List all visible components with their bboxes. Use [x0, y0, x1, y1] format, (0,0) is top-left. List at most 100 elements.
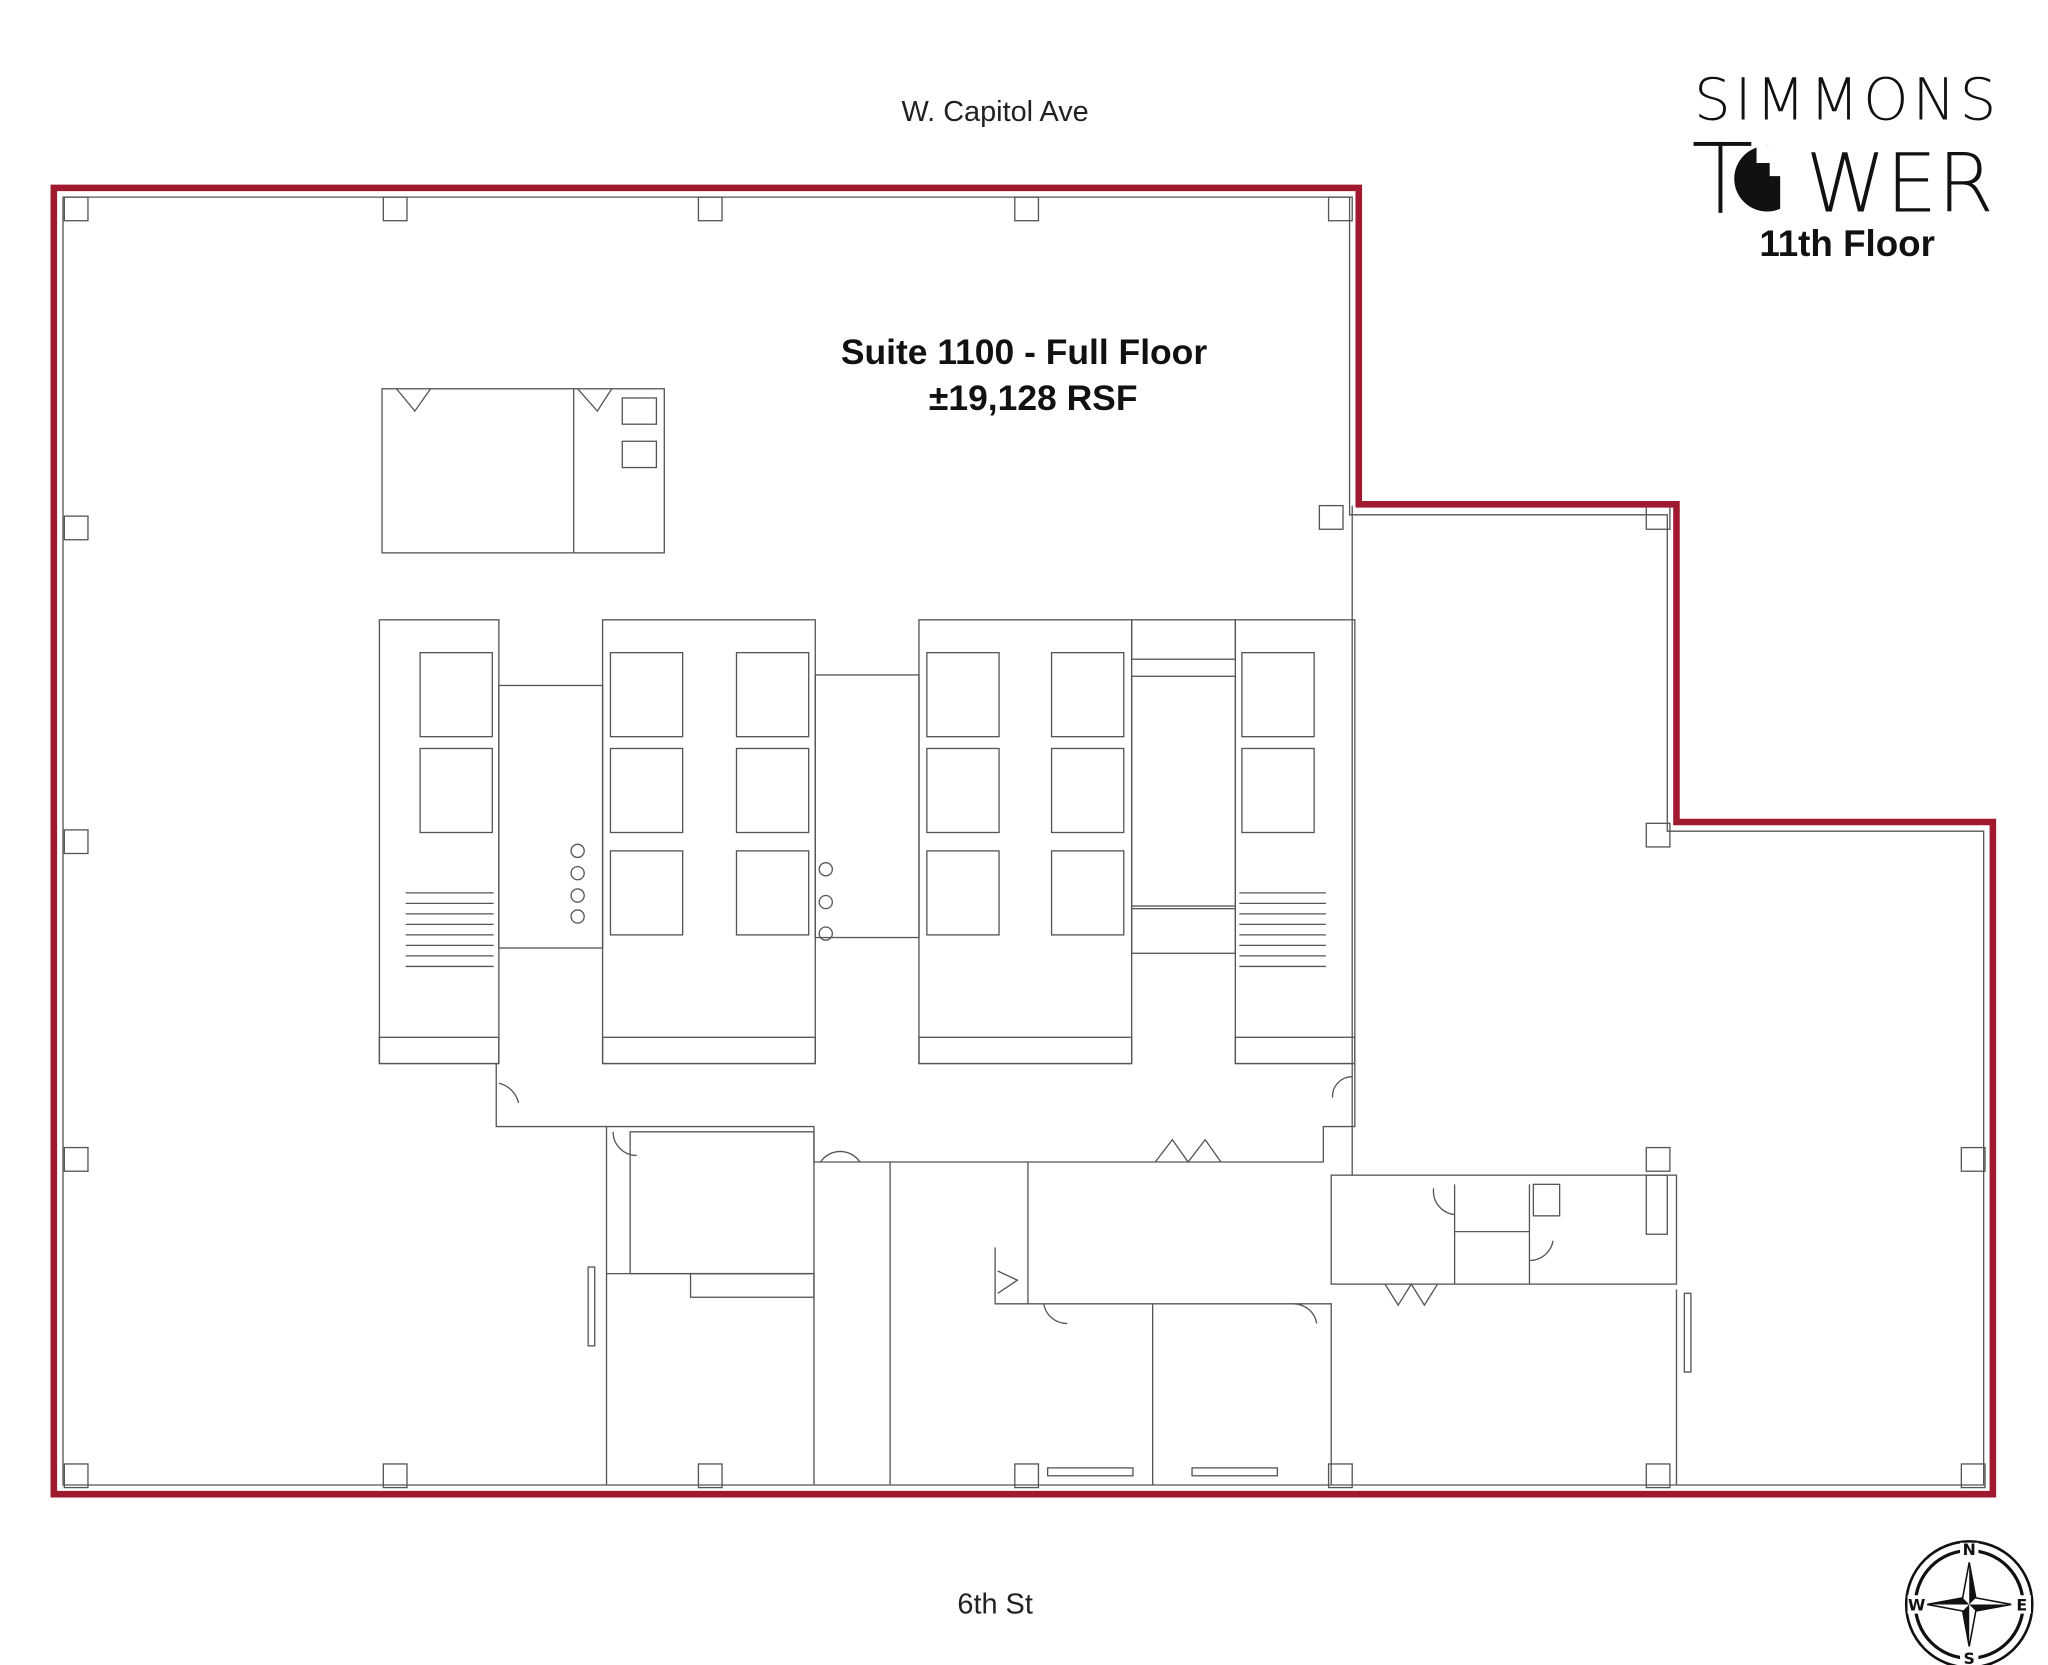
column — [63, 515, 89, 541]
column — [1960, 1463, 1986, 1489]
door-swing — [498, 1082, 520, 1104]
cabinet — [1532, 1183, 1561, 1217]
column — [1645, 1463, 1671, 1489]
vestibule — [1130, 619, 1237, 660]
elevator-shaft — [735, 850, 810, 936]
shelf — [1046, 1467, 1134, 1477]
stair-core-west — [378, 619, 500, 1065]
cabinet — [621, 440, 658, 469]
tower-icon — [1693, 141, 1802, 213]
elevator-shaft — [926, 850, 1000, 936]
wall — [1234, 1036, 1356, 1065]
column — [382, 1463, 408, 1489]
column — [1960, 1146, 1986, 1172]
door-swing — [1331, 1076, 1353, 1098]
compass-star-icon — [1927, 1562, 2012, 1647]
column — [1645, 822, 1671, 848]
wall-line — [606, 1063, 1356, 1163]
cabinet — [621, 397, 658, 425]
column — [1327, 1463, 1353, 1489]
room — [629, 1131, 815, 1275]
office-suite — [1330, 1174, 1678, 1285]
floor-plan-walls — [62, 196, 1986, 1489]
stair-core-east — [1234, 619, 1356, 1065]
sink-icon — [570, 909, 585, 924]
elevator-shaft — [1050, 651, 1125, 738]
door-swing — [819, 1150, 861, 1163]
elevator-shaft — [609, 747, 684, 834]
compass-e: E — [2016, 1595, 2027, 1614]
column — [63, 196, 89, 222]
elevator-shaft — [735, 651, 810, 738]
column — [63, 1463, 89, 1489]
elevator-bank-1 — [601, 619, 816, 1065]
north-street-label: W. Capitol Ave — [901, 96, 1088, 128]
door-swing — [1529, 1240, 1554, 1262]
door-swing — [997, 1270, 1019, 1294]
elevator-shaft — [609, 651, 684, 738]
south-street-label: 6th St — [957, 1589, 1032, 1621]
door-swing — [1432, 1188, 1455, 1216]
logo-line2-rest: WER — [1805, 137, 1993, 232]
suite-area: ±19,128 RSF — [929, 378, 1138, 418]
elevator-shaft — [926, 651, 1000, 738]
elevator-shaft — [1241, 651, 1315, 738]
wall-line — [994, 1247, 1028, 1305]
compass-w: W — [1908, 1595, 1925, 1614]
wall-line — [606, 1272, 815, 1485]
door-swing — [612, 1131, 637, 1157]
column — [697, 196, 723, 222]
column — [382, 196, 408, 222]
elevator-shaft — [1241, 747, 1315, 834]
simmons-tower-logo: SIMMONS WER 11th Floor — [1693, 66, 2000, 264]
door-swing — [577, 388, 613, 413]
column — [63, 1146, 89, 1172]
suite-outline — [50, 184, 1997, 1498]
column — [1645, 1146, 1671, 1172]
window-ledge — [1683, 1292, 1692, 1373]
wall — [918, 1036, 1133, 1065]
column — [1327, 196, 1353, 222]
cabinet — [1645, 1174, 1668, 1235]
compass-rose: N E S W — [1904, 1540, 2034, 1665]
sink-icon — [570, 843, 585, 859]
elevator-shaft — [735, 747, 810, 834]
restroom — [814, 674, 920, 939]
elevator-shaft — [609, 850, 684, 936]
door-swing — [1154, 1138, 1222, 1164]
restroom — [498, 684, 604, 949]
column — [697, 1463, 723, 1489]
elevator-shaft — [1050, 747, 1125, 834]
sink-icon — [818, 926, 833, 941]
freight-lobby — [1130, 675, 1237, 907]
logo-line1: SIMMONS — [1694, 66, 2000, 134]
sink-icon — [570, 865, 585, 881]
wall — [601, 1036, 816, 1065]
floor-label: 11th Floor — [1759, 223, 1935, 264]
door-swing — [395, 388, 432, 413]
column — [1014, 196, 1040, 222]
wall-line — [495, 1063, 608, 1485]
sink-icon — [818, 862, 833, 877]
elevator-shaft — [926, 747, 1000, 834]
door-swing — [1384, 1282, 1439, 1307]
compass-n: N — [1963, 1540, 1976, 1559]
inner-perimeter — [62, 196, 1985, 1486]
wall — [378, 1036, 500, 1065]
wall-line — [1027, 1162, 1332, 1485]
column — [63, 829, 89, 855]
column — [1014, 1463, 1040, 1489]
elevator-shaft — [419, 747, 493, 834]
room — [381, 388, 665, 554]
door-swing — [1043, 1303, 1068, 1325]
wall-line — [1453, 1184, 1531, 1285]
suite-name: Suite 1100 - Full Floor — [841, 332, 1207, 372]
compass-s: S — [1964, 1649, 1975, 1665]
door-swing — [1293, 1303, 1318, 1324]
sink-icon — [570, 888, 585, 903]
elevator-shaft — [1050, 850, 1125, 936]
elevator-bank-2 — [918, 619, 1133, 1065]
column — [1645, 504, 1671, 530]
column — [1318, 504, 1344, 530]
